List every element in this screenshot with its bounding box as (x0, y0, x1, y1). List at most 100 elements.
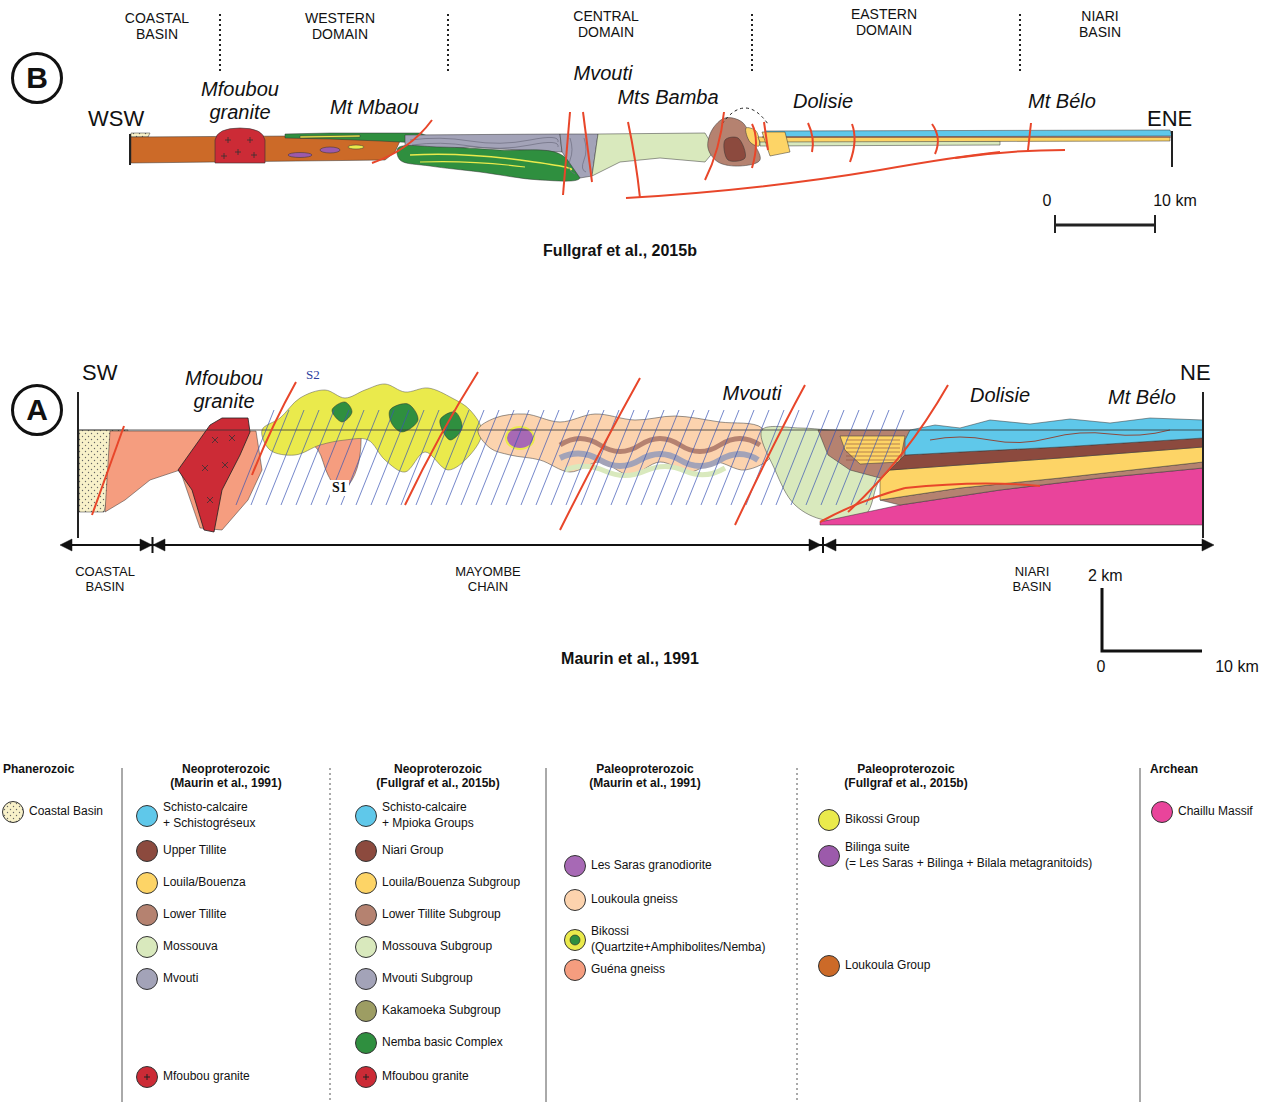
domain-label: NIARI BASIN (1079, 8, 1121, 40)
legend-text: Loukoula gneiss (591, 892, 678, 908)
legend-text: Mvouti (163, 971, 198, 987)
legend-text: Bilinga suite (= Les Saras + Bilinga + B… (845, 840, 1092, 871)
arrowhead (60, 539, 72, 551)
cleavage-line (686, 410, 724, 505)
legend-swatch (134, 870, 160, 896)
hatch-line (846, 448, 900, 449)
granite-mark (222, 462, 228, 468)
place-label: Dolisie (970, 384, 1030, 407)
granite-mark (251, 152, 257, 158)
granite-mark (225, 137, 231, 143)
granite-mark (229, 435, 235, 441)
legend-swatch (816, 807, 842, 833)
section-end (77, 392, 79, 538)
scale-label: 2 km (1088, 567, 1123, 585)
domain-label: COASTAL BASIN (75, 565, 135, 595)
text-line: Neoproterozoic (182, 762, 270, 776)
granite-mark (363, 1074, 369, 1080)
place-label: Mvouti (723, 382, 782, 405)
domain-divider (219, 14, 221, 74)
text-line: Mfoubou (201, 78, 279, 100)
badge-circle (13, 386, 62, 435)
bikossi-lens (348, 145, 364, 149)
legend-swatch (816, 843, 842, 869)
legend-text: Schisto-calcaire + Mpioka Groups (382, 800, 474, 831)
fault-line (628, 122, 640, 198)
domain-label: NIARI BASIN (1012, 565, 1051, 595)
swatch-circle (137, 905, 158, 926)
cleavage-line (356, 410, 394, 505)
text-line: DOMAIN (851, 22, 917, 38)
scale-bar (1055, 224, 1155, 227)
text-line: COASTAL (125, 10, 189, 26)
fault-line (808, 123, 813, 152)
quartzite-band (420, 162, 525, 167)
legend-text: Schisto-calcaire + Schistogréseux (163, 800, 255, 831)
text-line: EASTERN (851, 6, 917, 22)
swatch-circle (1152, 802, 1173, 823)
swatch-circle (819, 956, 840, 977)
legend-text: Louila/Bouenza Subgroup (382, 875, 520, 891)
swatch-circle (565, 856, 586, 877)
domain-label: COASTAL BASIN (125, 10, 189, 42)
legend-text: Mfoubou granite (382, 1069, 469, 1085)
text-line: MAYOMBE (455, 564, 521, 579)
fault-line (705, 112, 724, 180)
foliation-label: S1 (330, 480, 349, 496)
cleavage-line (416, 410, 454, 505)
domain-label: MAYOMBE CHAIN (455, 565, 521, 595)
swatch-circle (137, 841, 158, 862)
cleavage-line (611, 410, 649, 505)
hatch-line (846, 452, 900, 453)
section-end (1171, 131, 1173, 167)
text-line: + Mpioka Groups (382, 816, 474, 832)
legend-swatch (134, 902, 160, 928)
mossouva-unit (592, 133, 715, 176)
legend-text: Bikossi (Quartzite+Amphibolites/Nemba) (591, 924, 765, 955)
text-line: BASIN (75, 580, 135, 595)
nemba-unit (397, 145, 580, 181)
cleavage-line (581, 410, 619, 505)
arrowhead (153, 539, 165, 551)
fault-line (252, 382, 296, 475)
text-line: granite (201, 101, 279, 124)
legend-text: Mossouva (163, 939, 218, 955)
direction-label: SW (82, 360, 117, 385)
domain-divider (751, 14, 753, 74)
legend-swatch (353, 902, 379, 928)
cleavage-line (671, 410, 709, 505)
direction-label: NE (1180, 360, 1211, 385)
cleavage-line (401, 410, 439, 505)
granite-mark (235, 149, 241, 155)
legend-text: Coastal Basin (29, 804, 103, 820)
granite-mark (221, 153, 227, 159)
legend-text: Lower Tillite Subgroup (382, 907, 501, 923)
legend-swatch (562, 927, 588, 953)
place-label: Mts Bamba (617, 86, 718, 109)
legend-swatch (816, 953, 842, 979)
hatch-line (846, 444, 900, 445)
section-letter: B (26, 63, 48, 93)
cleavage-line (461, 410, 499, 505)
legend-swatch (134, 1064, 160, 1090)
text-line: Bikossi (591, 924, 629, 938)
legend-heading: Neoproterozoic (Fullgraf et al., 2015b) (376, 763, 499, 791)
cleavage-line (836, 410, 874, 505)
fault-line (1028, 123, 1031, 150)
fold-trace (582, 138, 586, 172)
legend-heading: Paleoproterozoic (Fullgraf et al., 2015b… (844, 763, 967, 791)
legend-heading: Neoproterozoic (Maurin et al., 1991) (170, 763, 281, 791)
scale-label: 10 km (1153, 192, 1197, 210)
swatch-circle (356, 806, 377, 827)
section-letter: A (26, 395, 48, 425)
legend-text: Mfoubou granite (163, 1069, 250, 1085)
scale-bar (1102, 588, 1202, 651)
source-caption: Fullgraf et al., 2015b (543, 242, 697, 260)
domain-divider (1019, 14, 1021, 74)
legend-heading: Archean (1150, 763, 1198, 777)
fault-line (563, 112, 570, 195)
arrowhead (824, 539, 836, 551)
swatch-circle (356, 873, 377, 894)
legend-text: Niari Group (382, 843, 443, 859)
text-line: NIARI (1015, 564, 1050, 579)
